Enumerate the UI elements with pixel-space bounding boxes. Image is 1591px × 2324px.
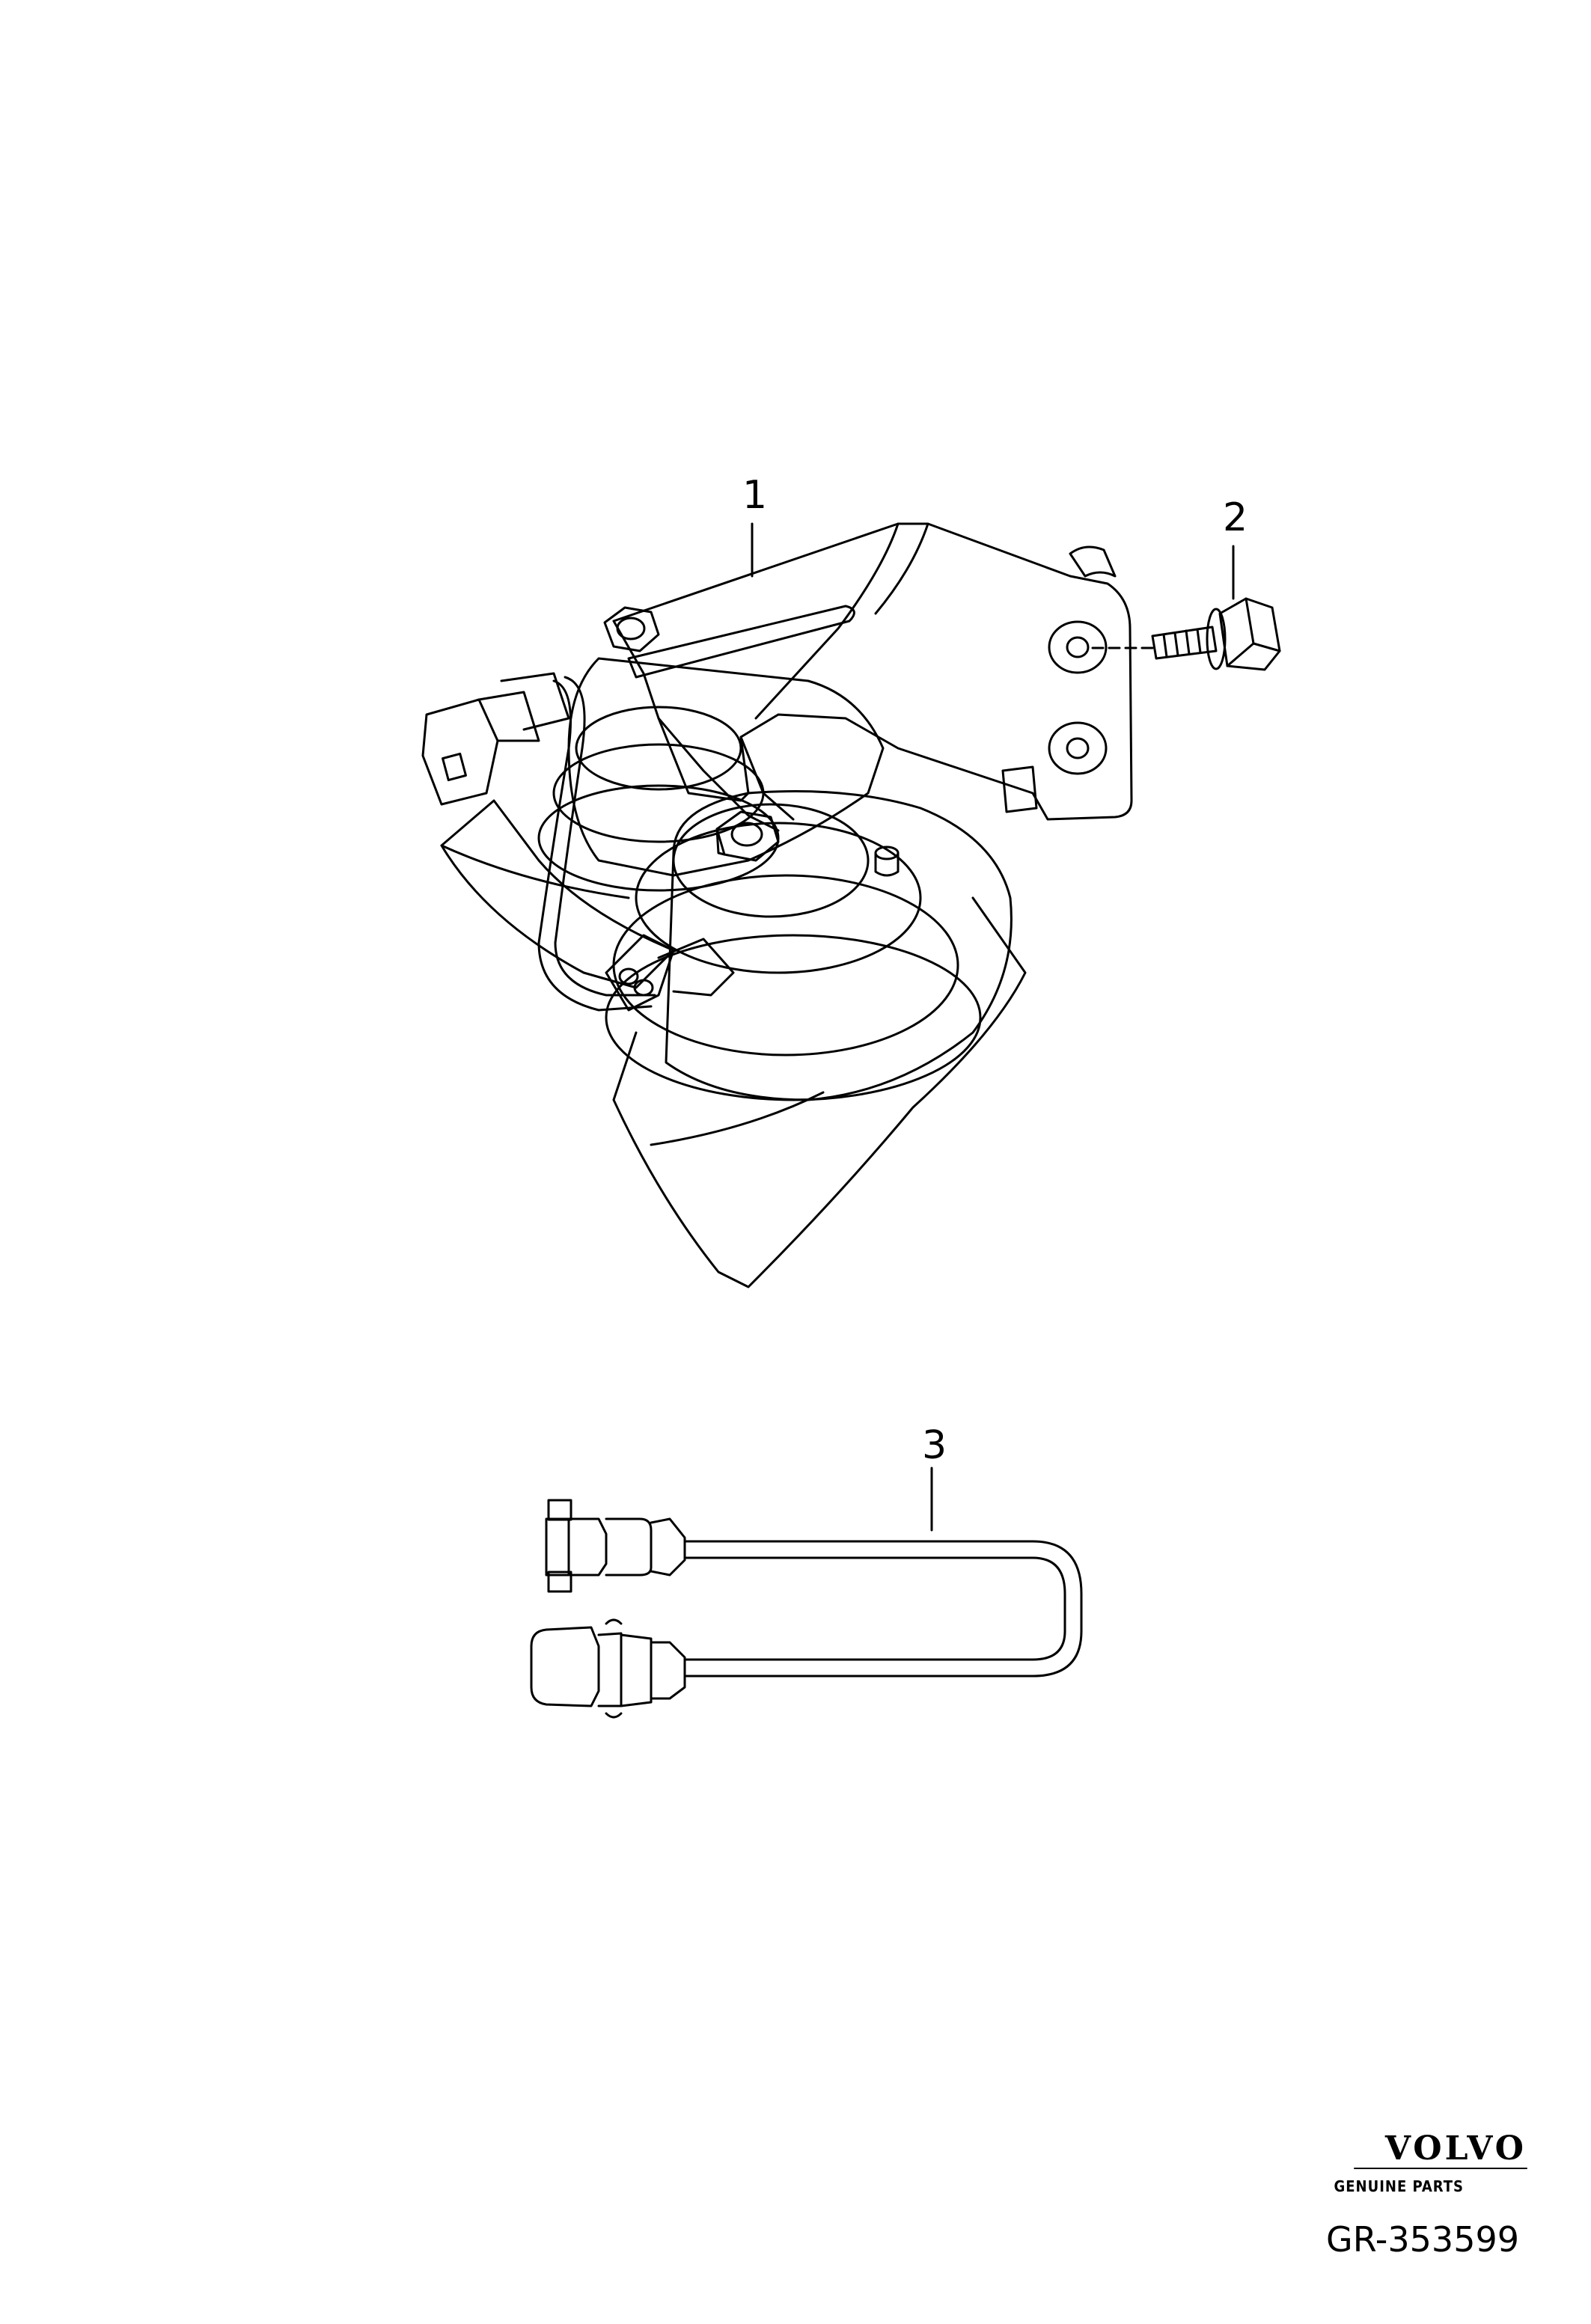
genuine-parts-tagline: GENUINE PARTS (1334, 2177, 1464, 2195)
volvo-logo: VOLVO (1384, 2129, 1527, 2168)
harness-connector-lower (531, 1620, 685, 1717)
front-horn-nut (717, 812, 778, 860)
flange-bolt (1152, 546, 1280, 670)
horn-connector-left (423, 673, 569, 804)
rear-horn-flare (442, 801, 674, 988)
front-horn-pin (876, 847, 898, 875)
front-horn-flare (614, 898, 1025, 1287)
bracket-hole-lower (1049, 723, 1106, 774)
mounting-bracket (614, 524, 1132, 819)
callout-part-1: 1 (742, 473, 768, 518)
horn-assembly (423, 524, 1132, 1287)
rear-horn-nut (605, 608, 659, 651)
horn-wiring (539, 681, 651, 1010)
bracket-tab-top (1070, 547, 1115, 576)
diagram-reference-number: GR-353599 (1326, 2219, 1519, 2260)
harness-cable (685, 1541, 1081, 1676)
front-horn-terminals (606, 935, 733, 1010)
wiring-harness (531, 1468, 1081, 1717)
callout-part-2: 2 (1223, 495, 1248, 540)
harness-connector-upper (546, 1500, 685, 1591)
bracket-tab-bottom (1003, 767, 1036, 812)
rear-horn-body (569, 658, 883, 875)
callout-part-3: 3 (922, 1423, 947, 1468)
bracket-hole-upper (1049, 622, 1106, 673)
